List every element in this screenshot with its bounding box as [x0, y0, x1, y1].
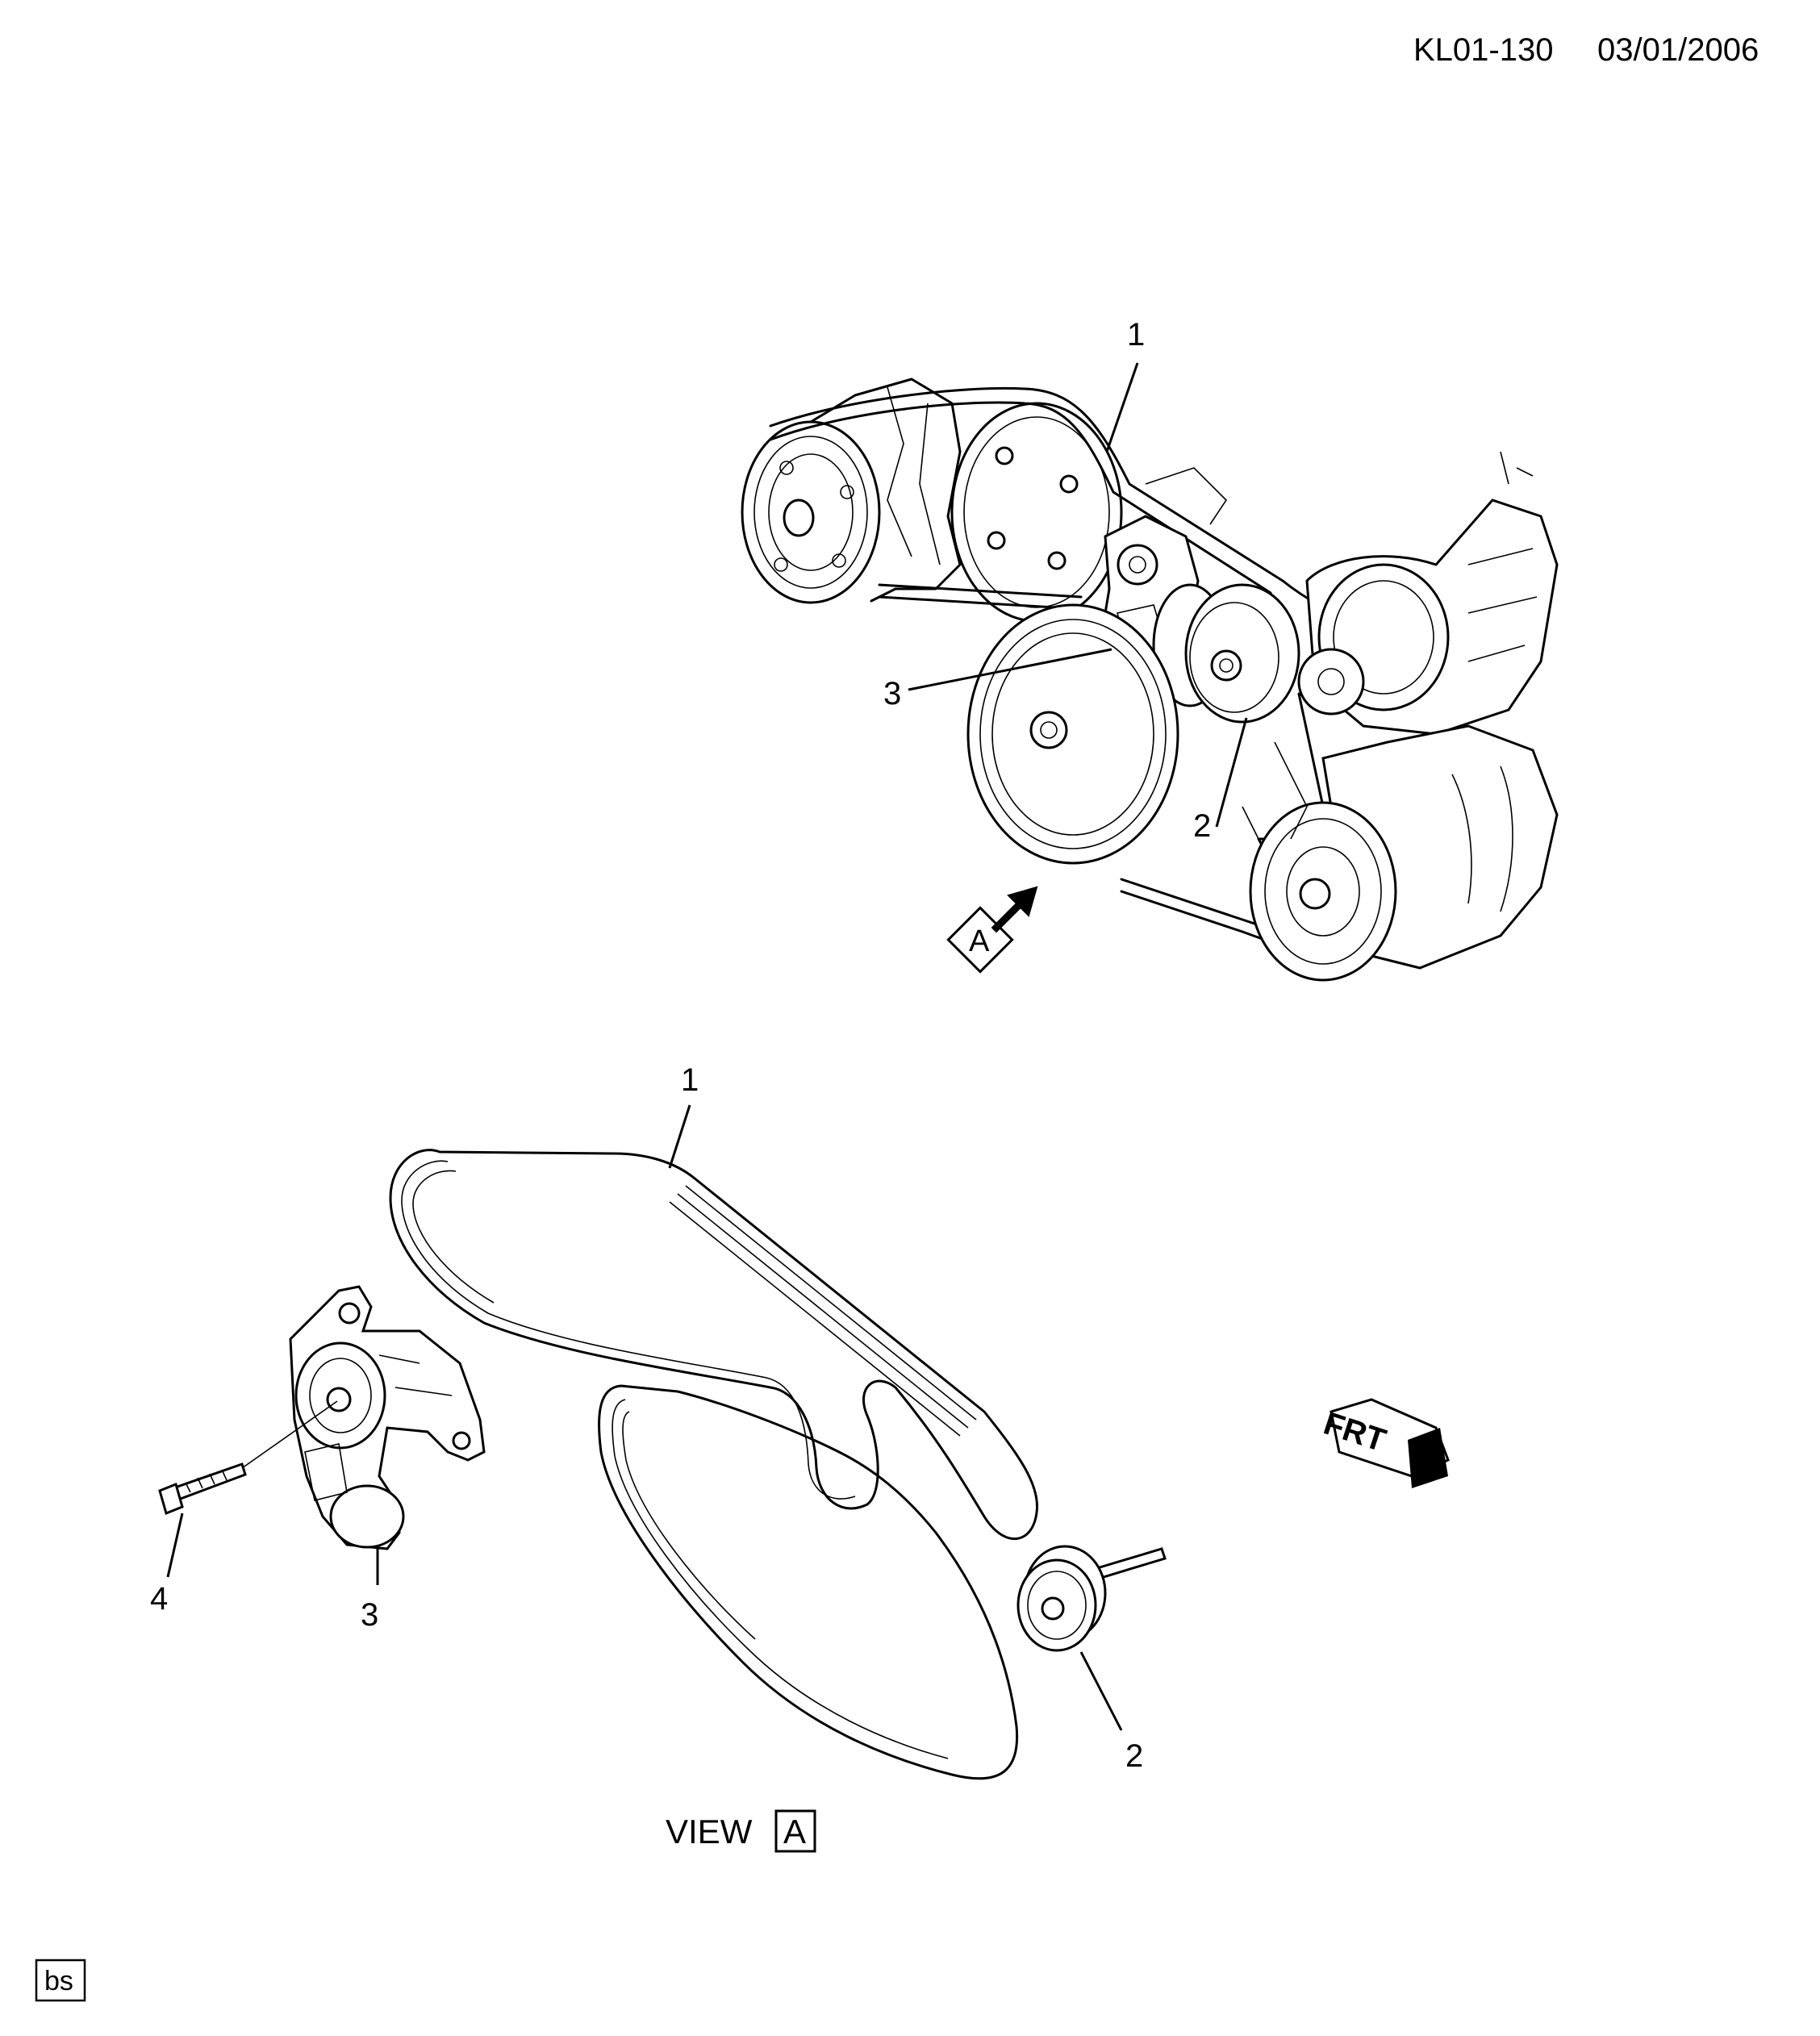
- generator: [1297, 451, 1559, 736]
- callout-upper-2: 2: [1193, 808, 1211, 844]
- water-pump-pulley: [950, 402, 1123, 623]
- drive-belt: [389, 1149, 1039, 1780]
- callout-lower-2: 2: [1125, 1738, 1143, 1774]
- view-a-marker-letter: A: [969, 924, 990, 958]
- leader-lower-4: [166, 1512, 184, 1578]
- power-steering-pulley: [741, 420, 881, 604]
- callout-lower-4: 4: [150, 1581, 168, 1617]
- doc-id: KL01-130: [1413, 32, 1553, 68]
- leader-lower-2: [1079, 1651, 1123, 1731]
- corner-mark: bs: [44, 1966, 73, 1996]
- ac-compressor: [1249, 724, 1559, 982]
- view-a-arrow: [991, 886, 1038, 933]
- idler-pulley: [1016, 1545, 1167, 1652]
- leader-lower-1: [668, 1104, 691, 1169]
- doc-date: 03/01/2006: [1597, 32, 1759, 68]
- view-caption-box: [774, 1809, 816, 1853]
- corner-mark-box: [35, 1959, 86, 2002]
- crankshaft-pulley: [966, 603, 1179, 865]
- belt-tensioner: [289, 1285, 486, 1550]
- front-indicator: FRT: [1320, 1398, 1450, 1488]
- callout-lower-3: 3: [361, 1597, 378, 1633]
- view-caption-letter: A: [783, 1813, 806, 1850]
- idler-pulley-upper: [1184, 583, 1300, 724]
- bolt: [158, 1400, 338, 1516]
- callout-lower-1: 1: [681, 1062, 699, 1098]
- leader-upper-2: [1215, 717, 1248, 828]
- engine-assembly-illustration: [741, 378, 1559, 982]
- leader-upper-1: [1105, 362, 1139, 453]
- callout-upper-3: 3: [883, 676, 901, 711]
- callout-upper-1: 1: [1127, 317, 1145, 353]
- view-caption-text: VIEW: [666, 1813, 753, 1850]
- leader-upper-3: [908, 648, 1112, 691]
